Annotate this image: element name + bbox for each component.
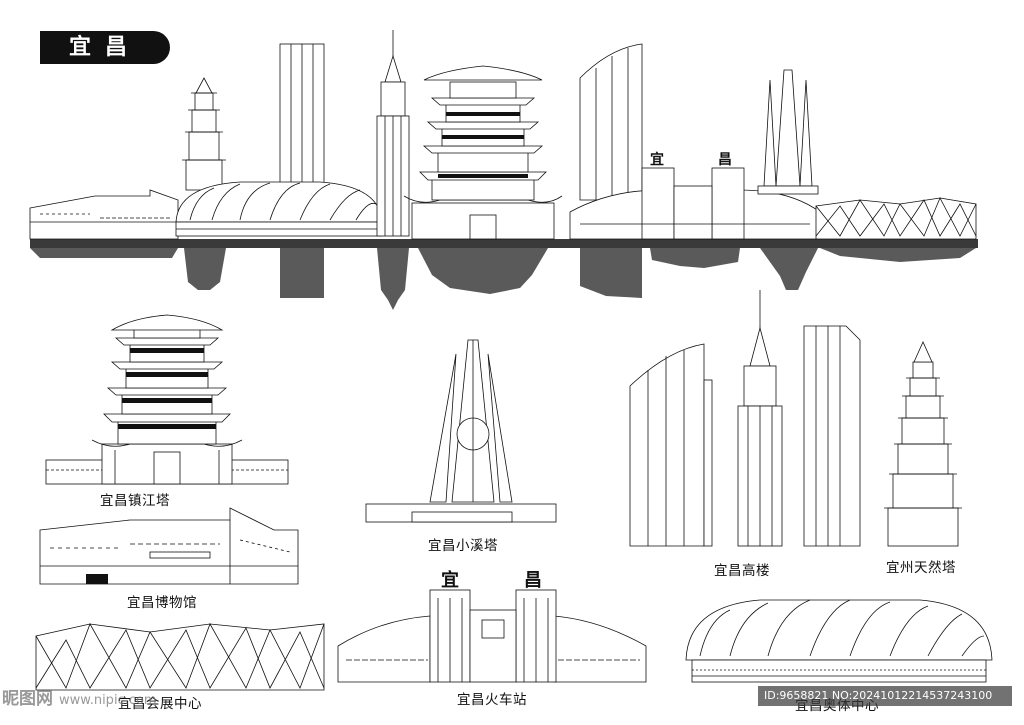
skyline-museum: [29, 189, 179, 240]
skyline-skyscraper: [376, 30, 410, 237]
sign-left: 宜: [650, 151, 664, 168]
watermark-id: ID:9658821 NO:20241012214537243100: [758, 686, 1012, 706]
watermark-url: www.nipic.com: [59, 693, 157, 708]
skyline-reflection: [30, 248, 976, 310]
skyline-railway-station: 宜 昌: [569, 151, 821, 240]
sign-right: 昌: [718, 152, 732, 168]
skyline-convention-center: [815, 197, 977, 240]
museum-drawing: [39, 507, 299, 585]
caption-convention-center: 宜昌会展中心: [118, 696, 202, 712]
skyline-highrise-1: [279, 43, 325, 191]
skyline-zhenjiang-tower: [403, 65, 563, 240]
xiaoxi-tower-drawing: [365, 339, 557, 523]
high-rises-drawing: [629, 290, 861, 547]
tianran-pagoda-drawing: [884, 341, 962, 547]
railway-station-drawing: 宜 昌: [337, 569, 647, 683]
olympic-center-drawing: [685, 599, 993, 683]
skyline-xiaoxi-tower: [757, 69, 819, 195]
caption-zhenjiang-tower: 宜昌镇江塔: [100, 493, 170, 509]
caption-museum: 宜昌博物馆: [127, 595, 197, 611]
caption-xiaoxi-tower: 宜昌小溪塔: [428, 538, 498, 554]
caption-railway-station: 宜昌火车站: [457, 692, 527, 708]
caption-high-rises: 宜昌高楼: [714, 563, 770, 579]
zhenjiang-tower-drawing: [45, 314, 289, 485]
page-title: 宜昌: [40, 31, 170, 64]
skyline-panorama: 宜 昌: [29, 30, 978, 310]
watermark-site-name: 昵图网: [2, 689, 53, 709]
station-sign-left: 宜: [441, 569, 459, 591]
station-sign-right: 昌: [524, 570, 542, 591]
skyline-highrise-2: [579, 43, 643, 201]
convention-center-drawing: [35, 623, 325, 691]
skyline-stadium: [175, 181, 383, 237]
caption-tianran-tower: 宜州天然塔: [886, 560, 956, 576]
watermark-site: 昵图网 www.nipic.com: [2, 684, 157, 709]
skyline-pagoda: [182, 77, 226, 191]
